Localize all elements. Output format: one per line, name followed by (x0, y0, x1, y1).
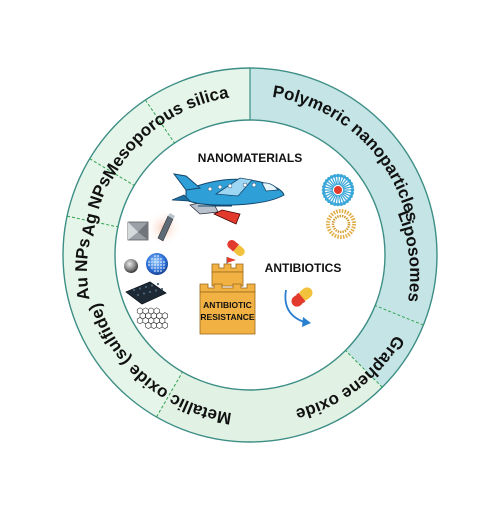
airplane-icon (171, 173, 285, 225)
ring-divider (374, 305, 424, 326)
nanomaterials-title: NANOMATERIALS (198, 151, 302, 165)
castle-label-line2: RESISTANCE (200, 312, 254, 322)
ring-divider (156, 371, 183, 418)
ring-divider (66, 215, 119, 228)
castle-icon: ANTIBIOTIC RESISTANCE (199, 257, 256, 335)
cycle-arrow-icon (284, 289, 311, 327)
segment-label-au-nps: Au NPs (72, 237, 94, 302)
ring-segment-mesoporous-silica (145, 68, 250, 144)
polymeric-nanoparticle-icon (321, 173, 355, 207)
ring-divider (145, 99, 175, 144)
ring-divider (345, 350, 383, 388)
ring-segment-metallic-oxide (62, 216, 183, 417)
ring-divider (89, 158, 135, 186)
ring-dividers (66, 68, 424, 418)
nanoparticle-cluster-icon (124, 210, 182, 329)
antibiotics-title: ANTIBIOTICS (265, 261, 342, 275)
liposome-icon (326, 209, 356, 239)
castle-label-line1: ANTIBIOTIC (203, 300, 252, 310)
ring-segment-ag-nps (89, 99, 175, 186)
ring-segment-graphene-oxide (156, 350, 383, 442)
antibiotic-capsule-icon (227, 239, 313, 307)
